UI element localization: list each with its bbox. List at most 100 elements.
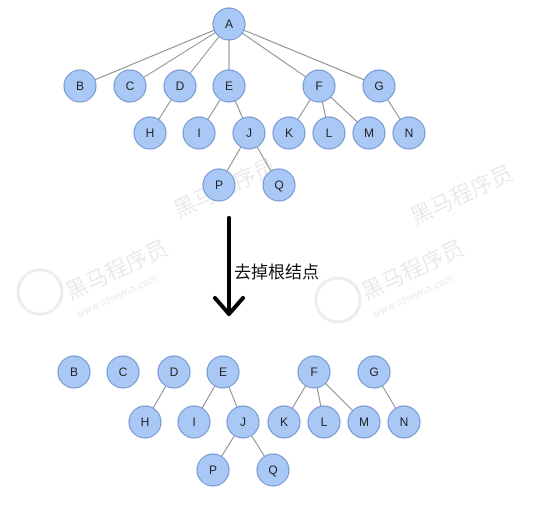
before-tree-edges	[79, 23, 410, 186]
before-node-n: N	[392, 116, 426, 150]
before-edge-a-b	[79, 23, 230, 87]
before-node-label: L	[326, 126, 333, 140]
after-node-label: J	[240, 415, 246, 429]
after-node-label: H	[141, 415, 150, 429]
after-node-circle	[206, 355, 240, 389]
before-node-circle	[63, 69, 97, 103]
after-node-label: P	[209, 463, 217, 477]
before-edge-a-c	[129, 23, 230, 87]
before-node-circle	[212, 69, 246, 103]
watermark-left: 黑马程序员 www.itheima.com	[16, 236, 172, 321]
before-node-f: F	[302, 69, 336, 103]
after-node-c: C	[106, 355, 140, 389]
before-node-label: I	[197, 126, 200, 140]
after-node-circle	[256, 453, 290, 487]
after-node-label: N	[400, 415, 409, 429]
before-node-circle	[272, 116, 306, 150]
before-node-d: D	[163, 69, 197, 103]
after-node-k: K	[267, 405, 301, 439]
after-node-circle	[106, 355, 140, 389]
after-node-label: D	[170, 365, 179, 379]
after-node-m: M	[347, 405, 381, 439]
before-node-q: Q	[262, 168, 296, 202]
before-node-g: G	[362, 69, 396, 103]
before-node-b: B	[63, 69, 97, 103]
before-node-a: A	[212, 7, 246, 41]
before-node-l: L	[312, 116, 346, 150]
before-node-label: M	[364, 126, 374, 140]
before-node-circle	[362, 69, 396, 103]
before-node-e: E	[212, 69, 246, 103]
after-node-j: J	[226, 405, 260, 439]
after-node-circle	[157, 355, 191, 389]
before-edge-a-f	[228, 23, 320, 87]
after-node-circle	[196, 453, 230, 487]
after-node-circle	[57, 355, 91, 389]
after-node-label: F	[310, 365, 317, 379]
before-node-label: A	[225, 17, 233, 31]
watermark-brand-top-right: 黑马程序员	[407, 161, 517, 230]
before-node-label: B	[76, 79, 84, 93]
after-node-circle	[357, 355, 391, 389]
before-node-label: H	[146, 126, 155, 140]
after-node-label: C	[119, 365, 128, 379]
before-node-circle	[232, 116, 266, 150]
before-node-circle	[113, 69, 147, 103]
before-node-circle	[163, 69, 197, 103]
before-node-i: I	[182, 116, 216, 150]
after-node-h: H	[128, 405, 162, 439]
after-node-f: F	[297, 355, 331, 389]
after-node-circle	[226, 405, 260, 439]
before-node-k: K	[272, 116, 306, 150]
before-tree-nodes: A B C D E F G H I J K L M N P Q	[63, 7, 426, 202]
after-node-label: I	[192, 415, 195, 429]
before-node-label: C	[126, 79, 135, 93]
after-node-circle	[297, 355, 331, 389]
before-node-j: J	[232, 116, 266, 150]
after-node-label: L	[321, 415, 328, 429]
down-arrow-icon	[213, 216, 245, 316]
after-node-label: B	[70, 365, 78, 379]
before-node-c: C	[113, 69, 147, 103]
after-node-p: P	[196, 453, 230, 487]
after-node-circle	[347, 405, 381, 439]
before-node-p: P	[202, 168, 236, 202]
after-node-label: E	[219, 365, 227, 379]
after-node-label: K	[280, 415, 288, 429]
after-node-e: E	[206, 355, 240, 389]
before-node-label: N	[405, 126, 414, 140]
before-node-circle	[262, 168, 296, 202]
after-node-circle	[128, 405, 162, 439]
after-node-n: N	[387, 405, 421, 439]
before-node-circle	[182, 116, 216, 150]
after-node-circle	[267, 405, 301, 439]
before-node-circle	[392, 116, 426, 150]
after-node-circle	[387, 405, 421, 439]
after-node-circle	[307, 405, 341, 439]
watermark-right: 黑马程序员 www.itheima.com	[314, 236, 468, 324]
before-edge-a-g	[228, 23, 380, 87]
before-node-label: D	[176, 79, 185, 93]
after-node-b: B	[57, 355, 91, 389]
before-node-circle	[212, 7, 246, 41]
after-node-label: G	[369, 365, 378, 379]
before-node-circle	[312, 116, 346, 150]
before-node-label: G	[374, 79, 383, 93]
after-node-circle	[177, 405, 211, 439]
before-node-label: F	[315, 79, 322, 93]
before-node-circle	[352, 116, 386, 150]
after-node-g: G	[357, 355, 391, 389]
after-node-i: I	[177, 405, 211, 439]
after-tree-nodes: B C D E F G H I J K L M N P Q	[57, 355, 421, 487]
before-node-label: K	[285, 126, 293, 140]
before-node-label: E	[225, 79, 233, 93]
before-node-circle	[302, 69, 336, 103]
after-node-l: L	[307, 405, 341, 439]
before-node-label: P	[215, 178, 223, 192]
before-node-circle	[202, 168, 236, 202]
after-node-q: Q	[256, 453, 290, 487]
after-node-label: Q	[268, 463, 277, 477]
before-node-m: M	[352, 116, 386, 150]
before-node-h: H	[133, 116, 167, 150]
